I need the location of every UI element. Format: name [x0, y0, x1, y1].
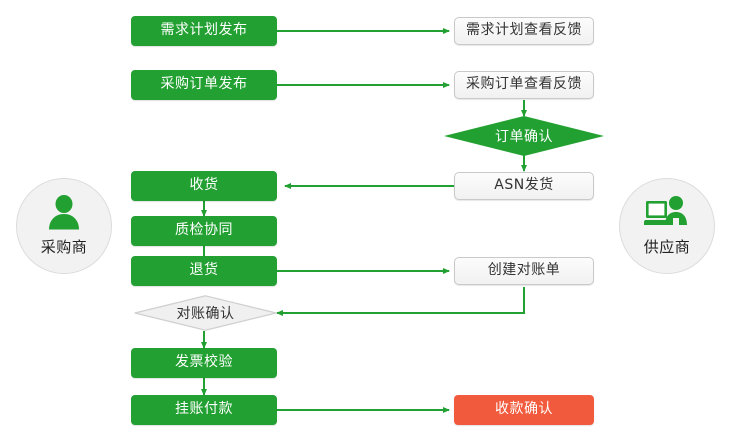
role-supplier-label: 供应商 — [643, 238, 691, 256]
node-payable-payment[interactable]: 挂账付款 — [131, 395, 277, 425]
node-label: 需求计划发布 — [160, 22, 248, 39]
node-po-publish[interactable]: 采购订单发布 — [131, 70, 277, 100]
node-create-statement[interactable]: 创建对账单 — [454, 257, 594, 285]
role-supplier[interactable]: 供应商 — [619, 178, 715, 274]
node-label: 采购订单查看反馈 — [466, 76, 582, 93]
node-label: ASN发货 — [494, 177, 554, 194]
node-label: 订单确认 — [495, 129, 553, 145]
node-po-feedback[interactable]: 采购订单查看反馈 — [454, 71, 594, 99]
node-label: 收款确认 — [495, 401, 553, 418]
node-invoice-verify[interactable]: 发票校验 — [131, 348, 277, 378]
node-label: 收货 — [189, 177, 219, 194]
role-buyer[interactable]: 采购商 — [16, 178, 112, 274]
diamond-shape — [444, 116, 604, 156]
node-label: 采购订单发布 — [160, 76, 248, 93]
edge-n10-n11 — [276, 287, 525, 316]
person-at-computer-icon — [642, 195, 690, 235]
node-label: 需求计划查看反馈 — [466, 22, 582, 39]
role-buyer-label: 采购商 — [40, 238, 88, 256]
node-receive-goods[interactable]: 收货 — [131, 171, 277, 201]
node-return-goods[interactable]: 退货 — [131, 256, 277, 286]
node-label: 退货 — [189, 262, 219, 279]
node-statement-confirm[interactable]: 对账确认 — [134, 295, 277, 331]
node-order-confirm[interactable]: 订单确认 — [444, 116, 604, 156]
node-label: 创建对账单 — [487, 262, 561, 279]
node-quality-collaboration[interactable]: 质检协同 — [131, 216, 277, 246]
node-asn-shipment[interactable]: ASN发货 — [454, 172, 594, 200]
node-label: 质检协同 — [175, 222, 233, 239]
node-label: 挂账付款 — [175, 401, 233, 418]
person-icon — [44, 195, 84, 235]
node-demand-plan-publish[interactable]: 需求计划发布 — [131, 16, 277, 46]
node-demand-plan-feedback[interactable]: 需求计划查看反馈 — [454, 17, 594, 45]
node-label: 发票校验 — [175, 354, 233, 371]
node-receipt-confirm[interactable]: 收款确认 — [454, 395, 594, 425]
node-label: 对账确认 — [176, 306, 235, 322]
diamond-shape — [134, 295, 277, 331]
